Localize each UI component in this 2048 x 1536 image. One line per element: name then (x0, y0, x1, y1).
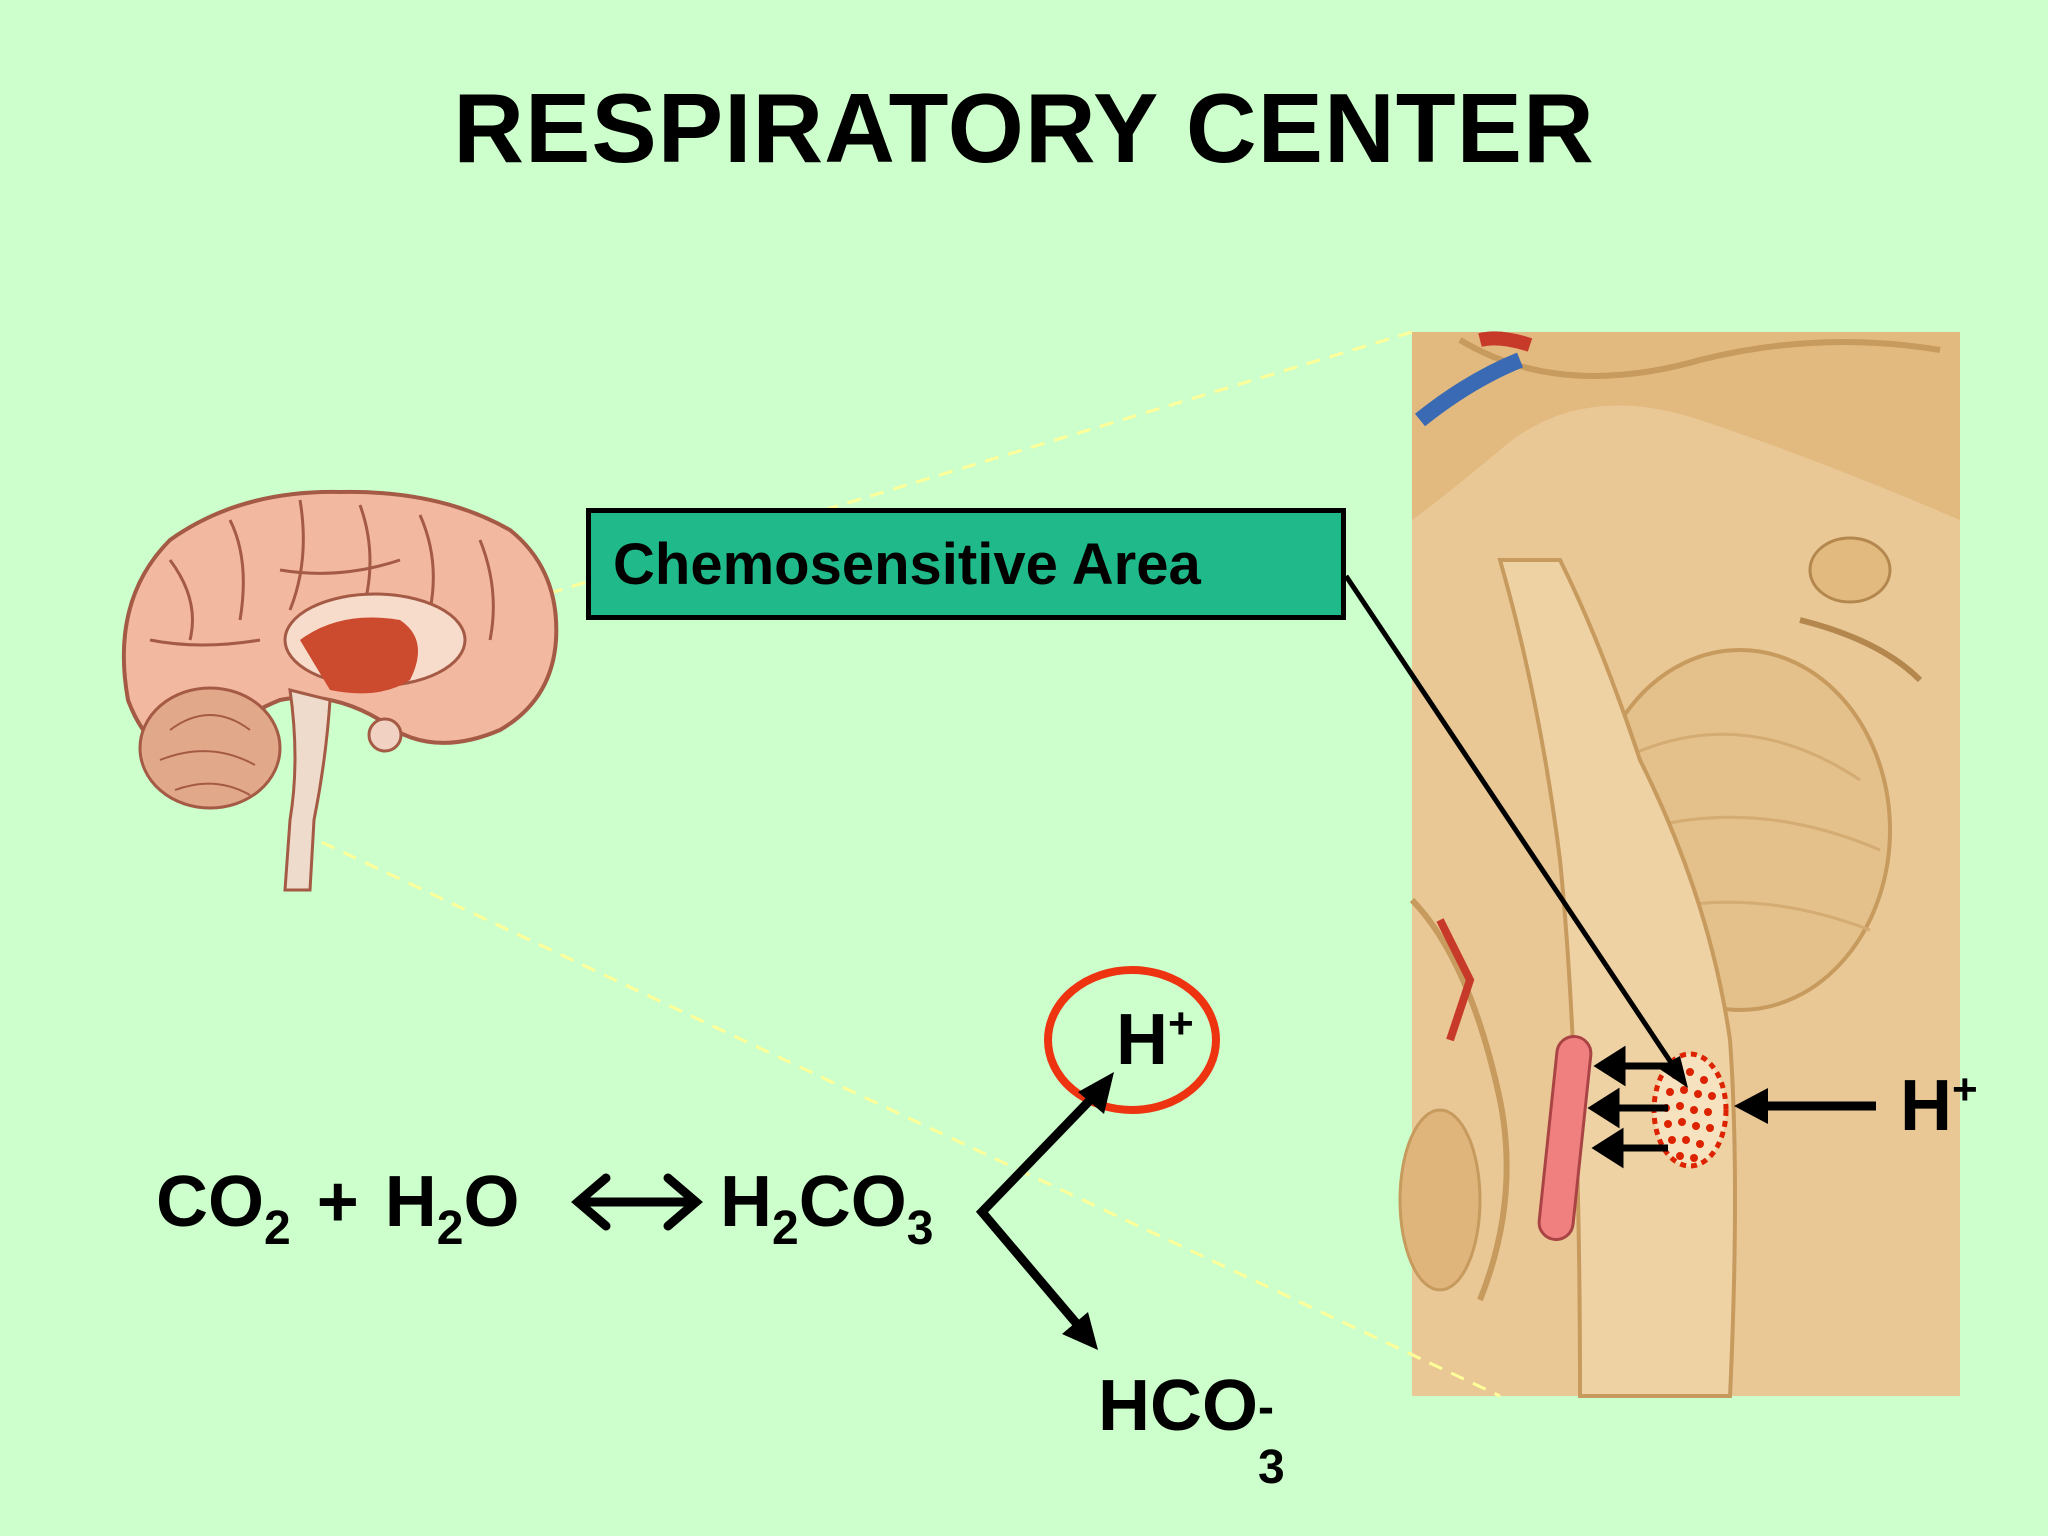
plus-sign: + (316, 1162, 359, 1242)
proton-h: H (1116, 1000, 1168, 1080)
equilibrium-arrow (571, 1173, 703, 1231)
diffusion-arrows (1587, 1045, 1676, 1169)
ventral-surface-bar (1537, 1034, 1593, 1242)
h-plus-incoming-arrow (1734, 1088, 1876, 1124)
brain-illustration (121, 489, 559, 892)
chemosensitive-area-label: Chemosensitive Area (586, 508, 1346, 620)
co2-subscript: 2 (264, 1202, 291, 1255)
incoming-proton-charge: + (1952, 1065, 1978, 1114)
bicarbonate-charge: - (1258, 1381, 1274, 1434)
proton-product: H+ (1116, 1002, 1194, 1077)
carbonic-acid-formula: H2CO3 (720, 1166, 933, 1253)
h2co3-h: H (720, 1162, 772, 1242)
h2co3-co: CO (798, 1162, 907, 1242)
h2o-subscript: 2 (436, 1202, 464, 1255)
incoming-proton-label: H+ (1900, 1068, 1978, 1143)
incoming-proton-h: H (1900, 1066, 1952, 1146)
proton-highlight-circle (1044, 966, 1220, 1114)
label-pointer-line (1343, 574, 1688, 1088)
proton-charge: + (1168, 999, 1194, 1048)
dissociation-arrows (975, 1072, 1114, 1350)
page-title: RESPIRATORY CENTER (453, 73, 1595, 183)
brainstem-illustration (1398, 331, 1960, 1398)
reactants-formula: CO2 + H2O (156, 1166, 520, 1253)
h2o-h: H (384, 1162, 437, 1242)
co2-text: CO (156, 1162, 264, 1242)
h2co3-subscript-3: 3 (906, 1202, 934, 1255)
bicarbonate-text: HCO (1098, 1366, 1258, 1446)
h2o-o: O (463, 1162, 520, 1242)
bicarbonate-product: HCO-3 (1098, 1370, 1288, 1492)
h2co3-subscript-2: 2 (772, 1202, 799, 1255)
bicarbonate-subscript: 3 (1258, 1441, 1285, 1494)
